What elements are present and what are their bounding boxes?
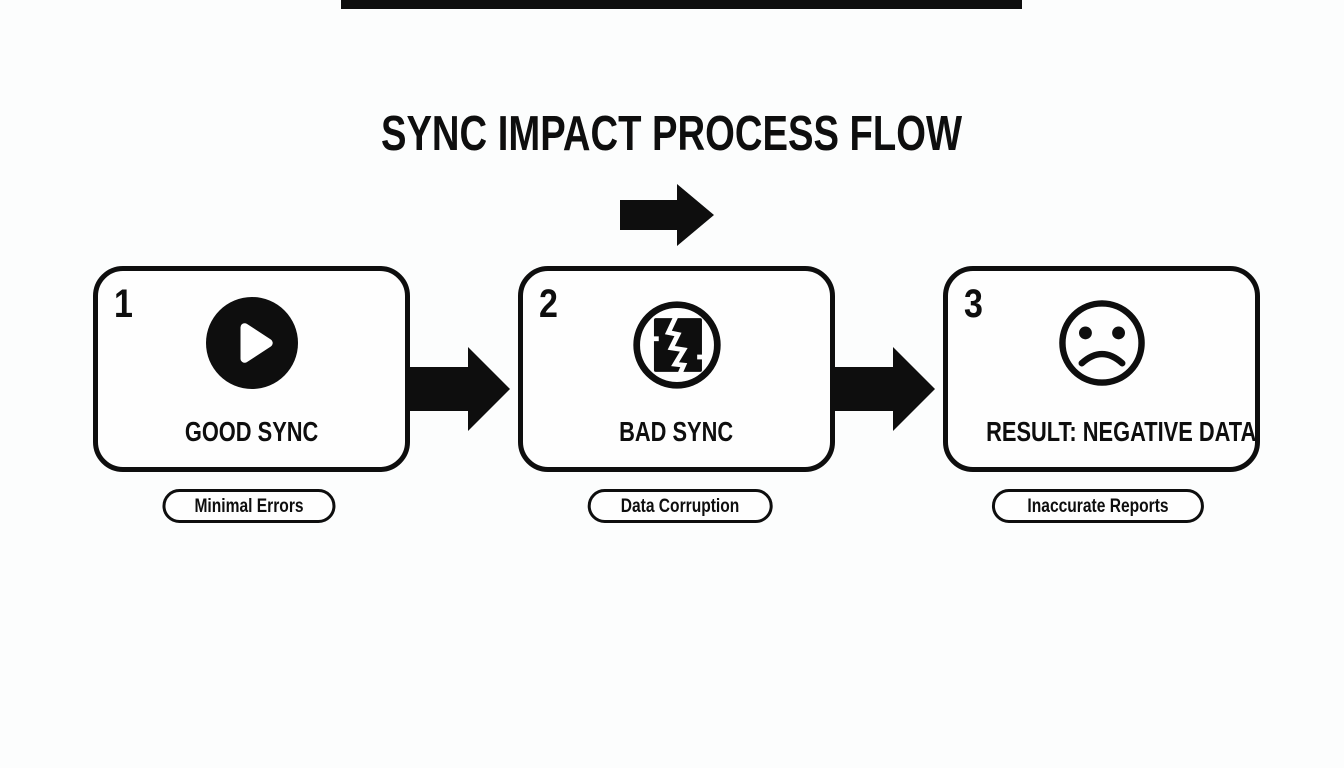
step-tag-minimal-errors: Minimal Errors (162, 489, 336, 523)
step-label: RESULT: NEGATIVE DATA (986, 416, 1257, 447)
play-icon (205, 297, 298, 389)
flow-arrow-icon (406, 347, 510, 431)
flow-arrow-icon (831, 347, 935, 431)
page-title: SYNC IMPACT PROCESS FLOW (0, 107, 1344, 161)
step-number: 1 (114, 282, 133, 326)
step-box-good-sync: 1 GOOD SYNC (93, 266, 410, 472)
page-title-text: SYNC IMPACT PROCESS FLOW (381, 107, 963, 161)
data-corruption-icon (629, 297, 725, 393)
step-label: BAD SYNC (619, 416, 734, 447)
step-box-negative-result: 3 RESULT: NEGATIVE DATA (943, 266, 1260, 472)
step-number: 3 (964, 282, 983, 326)
step-label: GOOD SYNC (184, 416, 319, 447)
step-tag-data-corruption: Data Corruption (587, 489, 773, 523)
flow-start-arrow-icon (620, 184, 714, 246)
step-number: 2 (539, 282, 558, 326)
top-cropped-bar (341, 0, 1022, 9)
sad-face-icon (1056, 297, 1148, 389)
step-box-bad-sync: 2 BAD SYNC (518, 266, 835, 472)
step-tag-inaccurate-reports: Inaccurate Reports (991, 489, 1205, 523)
